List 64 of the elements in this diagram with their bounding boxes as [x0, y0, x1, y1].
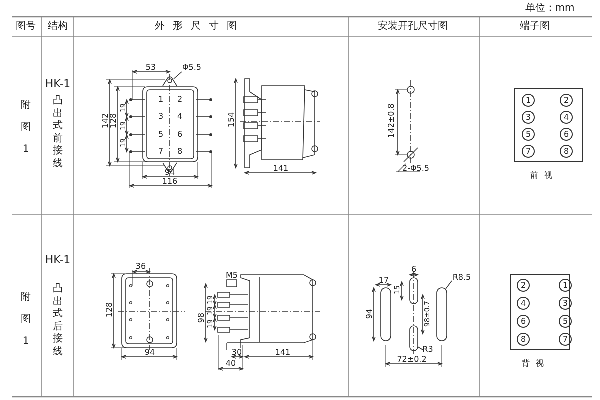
- dimension-label: 142±0.8: [388, 104, 396, 138]
- terminal-circle: 3: [559, 297, 572, 310]
- dimension-label: 94: [366, 308, 374, 320]
- terminal-circle: 7: [522, 145, 535, 158]
- cell-text: 凸出式前接线: [52, 96, 64, 170]
- terminal-circle: 6: [517, 315, 530, 328]
- dimension-label: 128: [106, 302, 114, 318]
- terminal-circle: 2: [560, 94, 573, 107]
- dimension-label: 30: [232, 349, 242, 357]
- dimension-label: 4: [177, 113, 183, 121]
- dimension-label: 2-Φ5.5: [402, 165, 430, 173]
- cell-text: HK-1: [45, 254, 71, 266]
- dimension-label: 94: [164, 169, 176, 177]
- dimension-label: R8.5: [452, 274, 472, 282]
- cell-text: 附图1: [20, 291, 32, 349]
- terminal-block: [514, 88, 583, 162]
- dimension-label: 1: [158, 96, 164, 104]
- dimension-label: 3: [158, 113, 164, 121]
- dimension-label: M5: [226, 272, 238, 280]
- header-text: 端子图: [520, 22, 550, 32]
- terminal-circle: 8: [517, 333, 530, 346]
- view-caption: 前视: [530, 172, 558, 180]
- terminal-circle: 7: [559, 333, 572, 346]
- dimension-label: 53: [146, 64, 156, 72]
- cell-text: HK-1: [45, 78, 71, 90]
- terminal-circle: 8: [560, 145, 573, 158]
- dimension-label: 116: [162, 178, 178, 186]
- header-text: 安装开孔尺寸图: [378, 22, 448, 32]
- dimension-label: 7: [158, 148, 164, 156]
- dimension-label: 94: [144, 349, 156, 357]
- dimension-label: 128: [110, 113, 118, 129]
- dimension-label: 36: [136, 263, 146, 271]
- dimension-label: 142: [102, 113, 110, 129]
- dimension-label: Φ5.5: [182, 64, 202, 72]
- header-text: 结构: [48, 22, 68, 32]
- header-text: 单位：mm: [525, 4, 575, 14]
- terminal-circle: 5: [559, 315, 572, 328]
- terminal-circle: 1: [559, 279, 572, 292]
- dimension-label: 8: [177, 148, 183, 156]
- terminal-circle: 4: [517, 297, 530, 310]
- terminal-circle: 1: [522, 94, 535, 107]
- dimension-label: R3: [422, 346, 434, 354]
- header-text: 外形尺寸图: [155, 22, 245, 32]
- terminal-circle: 4: [560, 111, 573, 124]
- dimension-label: 40: [226, 360, 236, 368]
- dimension-label: 5: [158, 131, 164, 139]
- view-caption: 背视: [522, 360, 550, 368]
- dimension-label: 141: [273, 165, 289, 173]
- terminal-circle: 6: [560, 128, 573, 141]
- cell-text: 凸出式后接线: [52, 284, 64, 358]
- terminal-circle: 5: [522, 128, 535, 141]
- dimension-label: 141: [275, 349, 291, 357]
- dimension-label: 2: [177, 96, 183, 104]
- dimension-label: 6: [177, 131, 183, 139]
- header-text: 图号: [16, 22, 36, 32]
- dimension-label: 154: [228, 112, 236, 128]
- dimension-label: 17: [378, 277, 390, 285]
- terminal-block: [510, 274, 570, 350]
- cell-text: 附图1: [20, 99, 32, 157]
- terminal-circle: 2: [517, 279, 530, 292]
- dimension-label: 72±0.2: [397, 356, 427, 364]
- terminal-circle: 3: [522, 111, 535, 124]
- dimension-label: 98: [198, 312, 206, 324]
- dimension-label: 6: [411, 266, 417, 274]
